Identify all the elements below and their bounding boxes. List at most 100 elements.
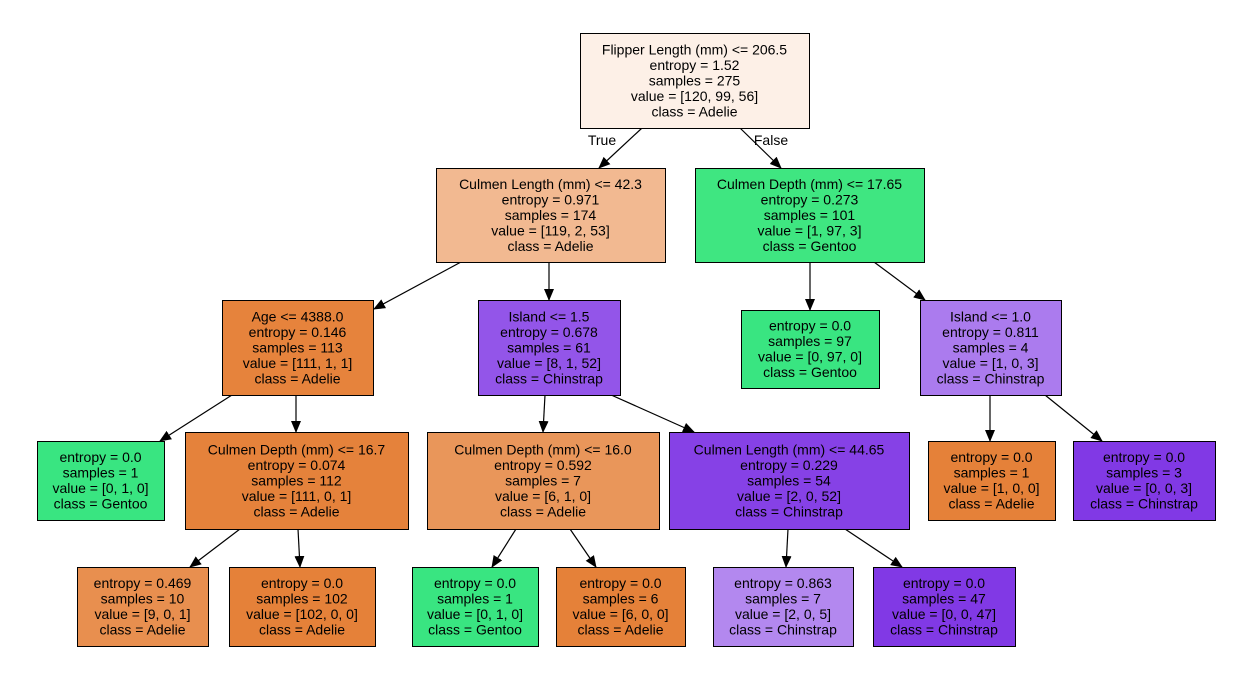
node-text-line: value = [2, 0, 52]: [737, 488, 841, 504]
node-text-line: entropy = 0.229: [740, 457, 838, 473]
node-text-line: entropy = 0.0: [579, 575, 661, 591]
node-text-line: Culmen Depth (mm) <= 16.7: [208, 441, 386, 457]
node-box: [1073, 441, 1216, 521]
node-text-line: class = Chinstrap: [729, 622, 837, 638]
node-text-line: value = [119, 2, 53]: [491, 222, 609, 238]
node-text-line: class = Chinstrap: [1090, 496, 1198, 512]
node-box: [920, 300, 1062, 396]
node-text-line: Culmen Depth (mm) <= 17.65: [717, 176, 902, 192]
node-text-line: samples = 1: [437, 591, 513, 607]
node-box: [741, 310, 880, 389]
node-text-line: entropy = 0.469: [94, 575, 192, 591]
node-box: [580, 33, 810, 129]
node-box: [412, 567, 539, 647]
node-box: [695, 168, 925, 263]
node-text-line: entropy = 0.863: [734, 575, 832, 591]
node-text-line: class = Adelie: [500, 503, 586, 519]
node-text-line: samples = 7: [505, 472, 581, 488]
edge-arrow: [781, 528, 792, 568]
edge-n2-n6: [873, 261, 926, 301]
node-box: [229, 567, 376, 647]
edge-arrow: [294, 528, 305, 568]
node-text-line: samples = 4: [953, 339, 1029, 355]
node-text-line: samples = 113: [252, 339, 343, 355]
edge-arrow: [599, 389, 695, 433]
node-text-line: samples = 97: [768, 333, 852, 349]
node-text-line: value = [0, 0, 3]: [1096, 480, 1192, 496]
node-text-line: value = [0, 0, 47]: [892, 606, 996, 622]
node-text-line: value = [0, 97, 0]: [758, 349, 862, 365]
node-text-line: class = Chinstrap: [735, 503, 843, 519]
edge-n3-n7: [159, 394, 233, 442]
node-text-line: class = Adelie: [578, 622, 664, 638]
node-text-line: samples = 1: [954, 465, 1030, 481]
node-text-line: entropy = 1.52: [650, 57, 740, 73]
node-text-line: Flipper Length (mm) <= 206.5: [602, 41, 787, 57]
node-text-line: Island <= 1.5: [509, 308, 590, 324]
edge-n6-n12: [1044, 394, 1103, 442]
node-text-line: entropy = 0.592: [494, 457, 592, 473]
node-text-line: samples = 7: [745, 591, 821, 607]
node-text-line: entropy = 0.0: [434, 575, 516, 591]
node-text-line: samples = 6: [583, 591, 659, 607]
node-text-line: Age <= 4388.0: [252, 308, 344, 324]
edge-n8-n14: [294, 528, 305, 568]
node-text-line: entropy = 0.0: [903, 575, 985, 591]
node-text-line: samples = 54: [747, 472, 831, 488]
node-text-line: class = Adelie: [259, 622, 345, 638]
edge-n1-n3: [373, 261, 462, 310]
node-box: [556, 567, 686, 647]
node-text-line: Island <= 1.0: [950, 308, 1031, 324]
edge-arrow: [373, 261, 462, 310]
node-text-line: class = Adelie: [100, 622, 186, 638]
edge-n10-n18: [844, 528, 903, 568]
node-box: [928, 441, 1056, 521]
node-text-line: samples = 101: [764, 207, 856, 223]
node-text-line: entropy = 0.0: [950, 449, 1032, 465]
node-text-line: class = Chinstrap: [937, 370, 1045, 386]
node-text-line: samples = 47: [902, 591, 986, 607]
node-text-line: samples = 174: [505, 207, 597, 223]
edge-n4-n10: [599, 389, 695, 433]
edge-n8-n13: [189, 528, 241, 568]
node-text-line: entropy = 0.0: [261, 575, 343, 591]
node-text-line: class = Chinstrap: [495, 370, 603, 386]
node-text-line: class = Adelie: [949, 496, 1035, 512]
node-text-line: value = [6, 0, 0]: [572, 606, 668, 622]
node-text-line: value = [1, 0, 0]: [943, 480, 1039, 496]
node-text-line: class = Adelie: [652, 103, 738, 119]
node-text-line: samples = 3: [1106, 465, 1182, 481]
node-text-line: class = Adelie: [254, 503, 340, 519]
node-text-line: value = [111, 0, 1]: [242, 488, 352, 504]
edge-arrow: [739, 127, 782, 169]
node-text-line: value = [2, 0, 5]: [735, 606, 831, 622]
node-text-line: value = [102, 0, 0]: [246, 606, 358, 622]
edge-arrow: [538, 394, 549, 433]
node-text-line: class = Gentoo: [428, 622, 522, 638]
edge-n0-n1: True: [588, 127, 643, 169]
node-text-line: entropy = 0.971: [502, 191, 600, 207]
edge-arrow: [569, 528, 597, 568]
node-text-line: value = [1, 97, 3]: [758, 222, 862, 238]
edge-arrow: [159, 394, 233, 442]
edge-label-false: False: [754, 132, 788, 148]
edge-n9-n15: [491, 528, 517, 568]
node-text-line: samples = 112: [251, 472, 342, 488]
node-text-line: value = [9, 0, 1]: [94, 606, 190, 622]
node-text-line: Culmen Length (mm) <= 42.3: [459, 176, 642, 192]
